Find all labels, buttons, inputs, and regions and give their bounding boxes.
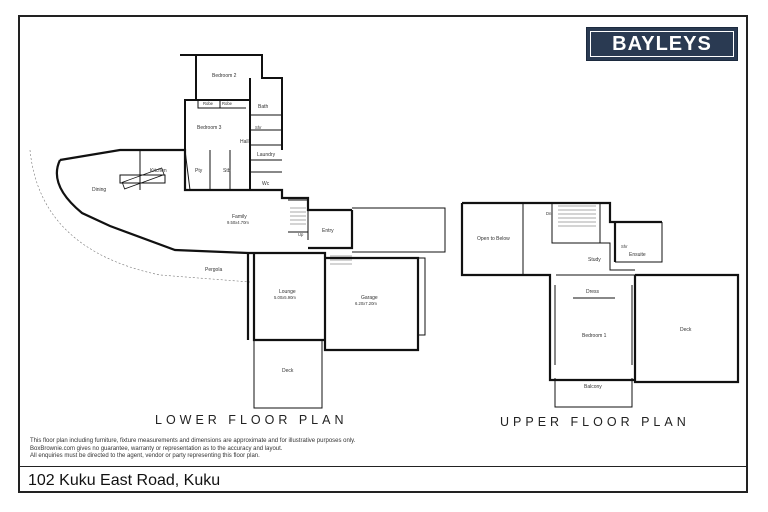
- label-bedroom1: Bedroom 1: [582, 333, 607, 339]
- label-wc: Wc: [262, 181, 270, 187]
- footer-divider: [18, 466, 748, 467]
- label-shr: Shr: [255, 125, 262, 130]
- label-pergola: Pergola: [205, 267, 222, 273]
- label-bedroom3: Bedroom 3: [197, 125, 222, 131]
- logo-text: BAYLEYS: [612, 32, 712, 55]
- label-family-dim: 9.50x4.70m: [227, 220, 249, 225]
- label-entry: Entry: [322, 228, 334, 234]
- plan-frame: [18, 15, 748, 493]
- label-pty: Pty: [195, 168, 203, 174]
- label-lounge-dim: 5.00x5.90m: [274, 295, 296, 300]
- upper-floor-title: UPPER FLOOR PLAN: [500, 415, 690, 429]
- disclaimer: This floor plan including furniture, fix…: [30, 438, 430, 461]
- label-garage-dim: 6.20x7.20m: [355, 301, 377, 306]
- lower-stairs: [290, 207, 352, 265]
- label-lower-deck: Deck: [282, 368, 294, 374]
- label-lounge: Lounge: [279, 289, 296, 295]
- label-study: Study: [588, 257, 601, 263]
- label-balcony: Balcony: [584, 384, 602, 390]
- upper-stairs: [558, 205, 596, 227]
- property-address: 102 Kuku East Road, Kuku: [28, 472, 221, 489]
- label-robe-2: Robe: [222, 101, 233, 106]
- terrace-outline: [29, 149, 251, 283]
- label-robe: Robe: [203, 101, 214, 106]
- upper-floor-walls: [460, 201, 740, 384]
- label-ensuite: Ensuite: [629, 252, 646, 258]
- label-kitchen: Kitchen: [150, 168, 167, 174]
- label-open-to-below: Open to Below: [477, 236, 510, 242]
- label-bath: Bath: [258, 104, 269, 110]
- label-dn: Dn: [546, 211, 552, 216]
- bayleys-logo: BAYLEYS: [586, 27, 738, 61]
- label-bedroom2: Bedroom 2: [212, 73, 237, 79]
- disclaimer-line: BoxBrownie.com gives no guarantee, warra…: [30, 445, 283, 452]
- disclaimer-line: All enquiries must be directed to the ag…: [30, 453, 260, 459]
- label-family: Family: [232, 214, 247, 220]
- label-garage: Garage: [361, 295, 378, 301]
- label-upper-shr: Shr: [621, 244, 628, 249]
- label-hall: Hall: [240, 139, 249, 145]
- logo-border: BAYLEYS: [590, 31, 734, 57]
- bedroom-wing: [178, 54, 283, 190]
- label-upper-deck: Deck: [680, 327, 692, 333]
- lower-floor-title: LOWER FLOOR PLAN: [155, 413, 348, 427]
- lower-floor-walls: [55, 148, 420, 352]
- label-stb: Stb: [223, 168, 231, 174]
- disclaimer-line: This floor plan including furniture, fix…: [30, 438, 356, 444]
- label-up: Up: [298, 232, 304, 237]
- label-laundry: Laundry: [257, 152, 276, 158]
- kitchen-island: [121, 167, 165, 190]
- label-dining: Dining: [92, 187, 106, 193]
- label-dress: Dress: [586, 289, 600, 295]
